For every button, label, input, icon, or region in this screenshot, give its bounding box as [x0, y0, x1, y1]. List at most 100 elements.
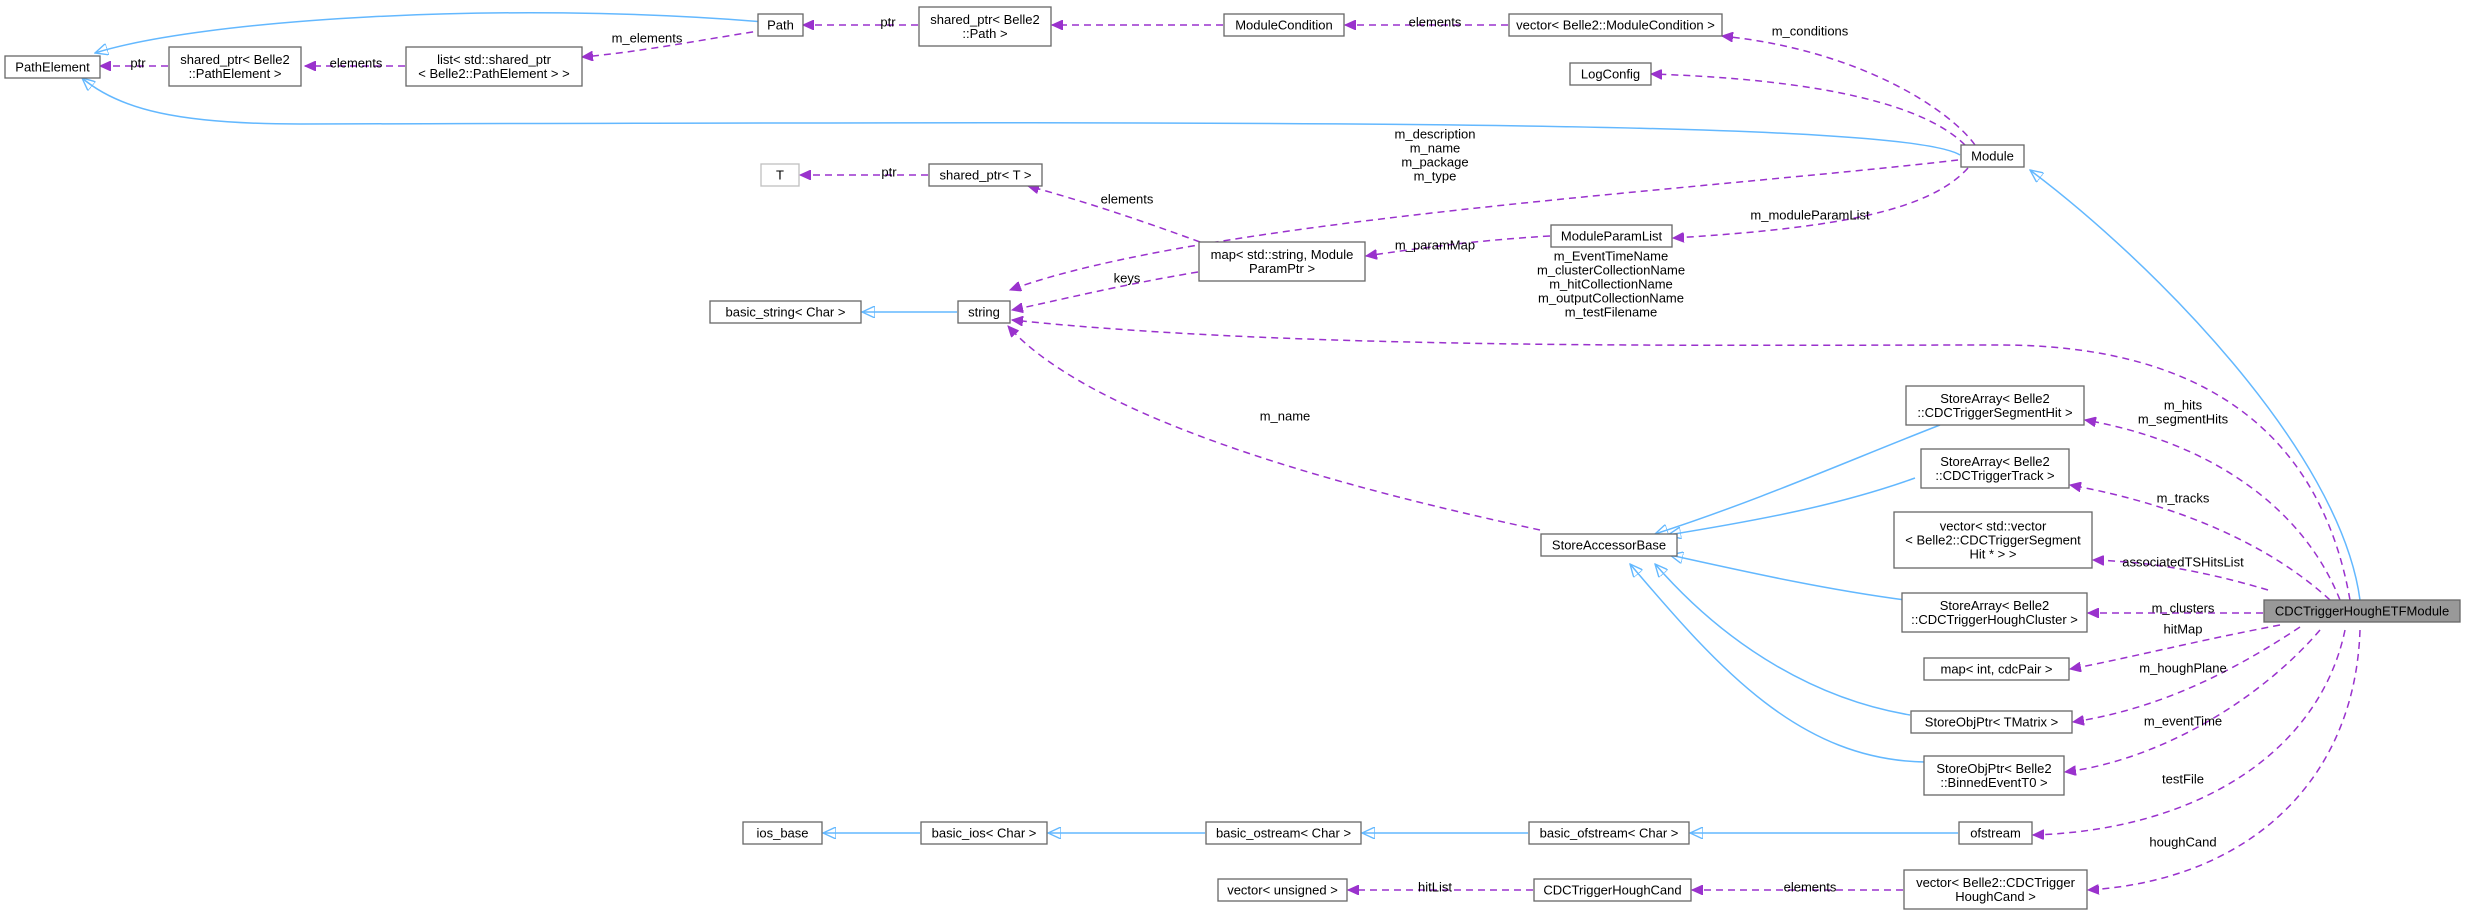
- edge-label-m-clusters: m_clusters: [2152, 601, 2215, 616]
- edge-label-elements-map: elements: [1101, 192, 1154, 207]
- class-node-basic-ofstream[interactable]: basic_ofstream< Char >: [1528, 821, 1690, 845]
- class-node-vector-segmenthit-ptr[interactable]: vector< std::vector< Belle2::CDCTriggerS…: [1893, 511, 2093, 569]
- edge-m-eventtime: [2065, 629, 2321, 772]
- class-node-list-shared-ptr[interactable]: list< std::shared_ptr< Belle2::PathEleme…: [405, 46, 583, 87]
- edge-testfile: [2033, 629, 2346, 835]
- node-box: [957, 300, 1011, 324]
- node-label: Module: [1971, 149, 2014, 164]
- text-line: T: [776, 168, 784, 183]
- edge-houghcand: [2088, 629, 2361, 890]
- text-line: StoreAccessorBase: [1552, 538, 1666, 553]
- class-node-moduleparamlist[interactable]: ModuleParamList: [1550, 224, 1673, 248]
- class-node-storearray-track[interactable]: StoreArray< Belle2::CDCTriggerTrack >: [1920, 448, 2070, 489]
- text-line: ofstream: [1970, 826, 2021, 841]
- edge-label-ptr-pe: ptr: [130, 56, 146, 71]
- node-box: [1901, 592, 2088, 633]
- class-node-shared-ptr-pathelement[interactable]: shared_ptr< Belle2::PathElement >: [168, 46, 302, 87]
- edge-label-ptr-t: ptr: [881, 165, 897, 180]
- class-node-pathelement[interactable]: PathElement: [4, 55, 101, 79]
- text-line: Path: [767, 18, 794, 33]
- edge-m-hits: [2085, 420, 2341, 601]
- class-node-path[interactable]: Path: [757, 13, 804, 37]
- class-node-t[interactable]: T: [760, 163, 800, 187]
- edge-label-elements-cond: elements: [1409, 15, 1462, 30]
- text-line: houghCand: [2149, 835, 2216, 850]
- class-node-ios-base[interactable]: ios_base: [742, 821, 823, 845]
- class-node-shared-ptr-t[interactable]: shared_ptr< T >: [928, 163, 1043, 187]
- class-node-cdctriggerhoughcand[interactable]: CDCTriggerHoughCand: [1533, 878, 1692, 902]
- nodes: PathElement shared_ptr< Belle2::PathElem…: [4, 6, 2461, 910]
- node-box: [760, 163, 800, 187]
- text-line: m_package: [1401, 155, 1468, 170]
- text-line: shared_ptr< T >: [939, 168, 1031, 183]
- text-line: ::BinnedEventT0 >: [1940, 775, 2047, 790]
- node-box: [1223, 13, 1345, 37]
- class-node-basic-ostream[interactable]: basic_ostream< Char >: [1205, 821, 1362, 845]
- text-line: elements: [1784, 880, 1837, 895]
- node-box: [1910, 710, 2073, 734]
- text-line: map< std::string, Module: [1211, 247, 1354, 262]
- class-node-basic-string[interactable]: basic_string< Char >: [709, 300, 862, 324]
- edge-m-houghplane: [2073, 626, 2301, 722]
- class-node-vector-unsigned[interactable]: vector< unsigned >: [1217, 878, 1348, 902]
- class-node-string[interactable]: string: [957, 300, 1011, 324]
- text-line: ModuleCondition: [1235, 18, 1333, 33]
- class-node-storeaccessorbase[interactable]: StoreAccessorBase: [1540, 533, 1678, 557]
- node-box: [928, 163, 1043, 187]
- text-line: ::Path >: [962, 26, 1007, 41]
- text-line: Module: [1971, 149, 2014, 164]
- edge-label-testfile: testFile: [2162, 772, 2204, 787]
- node-label: list< std::shared_ptr< Belle2::PathEleme…: [418, 52, 569, 81]
- class-node-basic-ios[interactable]: basic_ios< Char >: [920, 821, 1048, 845]
- class-node-storearray-cluster[interactable]: StoreArray< Belle2::CDCTriggerHoughClust…: [1901, 592, 2088, 633]
- text-line: m_segmentHits: [2138, 412, 2229, 427]
- text-line: StoreObjPtr< Belle2: [1936, 761, 2051, 776]
- edge-label-elements-list: elements: [330, 56, 383, 71]
- node-box: [1905, 385, 2085, 426]
- class-node-modulecondition[interactable]: ModuleCondition: [1223, 13, 1345, 37]
- class-node-storeobjptr-binnedeventt0[interactable]: StoreObjPtr< Belle2::BinnedEventT0 >: [1923, 755, 2065, 796]
- text-line: shared_ptr< Belle2: [180, 52, 290, 67]
- class-node-module[interactable]: Module: [1960, 144, 2025, 168]
- inheritance-edges: [82, 12, 2361, 833]
- text-line: ::CDCTriggerSegmentHit >: [1917, 405, 2072, 420]
- class-node-vector-modulecondition[interactable]: vector< Belle2::ModuleCondition >: [1508, 13, 1723, 37]
- edge-label-ptr-path: ptr: [880, 15, 896, 30]
- edge-elements-map: [1028, 186, 1201, 243]
- edge-path-inherits-pathelement: [95, 12, 766, 53]
- text-line: ptr: [130, 56, 146, 71]
- text-line: map< int, cdcPair >: [1941, 662, 2053, 677]
- text-line: StoreObjPtr< TMatrix >: [1925, 715, 2058, 730]
- class-node-storeobjptr-tmatrix[interactable]: StoreObjPtr< TMatrix >: [1910, 710, 2073, 734]
- text-line: string: [968, 305, 1000, 320]
- class-node-storearray-segmenthit[interactable]: StoreArray< Belle2::CDCTriggerSegmentHit…: [1905, 385, 2085, 426]
- class-node-logconfig[interactable]: LogConfig: [1569, 62, 1652, 86]
- node-box: [1217, 878, 1348, 902]
- node-box: [709, 300, 862, 324]
- text-line: m_outputCollectionName: [1538, 291, 1684, 306]
- node-box: [1923, 657, 2070, 681]
- node-box: [742, 821, 823, 845]
- node-label: basic_ostream< Char >: [1216, 826, 1351, 841]
- node-box: [1550, 224, 1673, 248]
- class-node-cdctriggerhoughetfmodule[interactable]: CDCTriggerHoughETFModule: [2263, 599, 2461, 623]
- text-line: associatedTSHitsList: [2122, 555, 2244, 570]
- edge-module-inherits-pathelement: [82, 78, 1961, 156]
- node-label: StoreArray< Belle2::CDCTriggerHoughClust…: [1911, 598, 2078, 627]
- text-line: hitList: [1418, 880, 1452, 895]
- text-line: Hit * > >: [1970, 547, 2017, 562]
- class-node-map-int-cdcpair[interactable]: map< int, cdcPair >: [1923, 657, 2070, 681]
- node-label: StoreArray< Belle2::CDCTriggerSegmentHit…: [1917, 391, 2072, 420]
- text-line: shared_ptr< Belle2: [930, 12, 1040, 27]
- class-node-shared-ptr-path[interactable]: shared_ptr< Belle2::Path >: [918, 6, 1052, 47]
- class-node-ofstream[interactable]: ofstream: [1958, 821, 2033, 845]
- text-line: ModuleParamList: [1561, 229, 1663, 244]
- node-box: [1205, 821, 1362, 845]
- text-line: m_hitCollectionName: [1549, 277, 1673, 292]
- text-line: hitMap: [2163, 622, 2202, 637]
